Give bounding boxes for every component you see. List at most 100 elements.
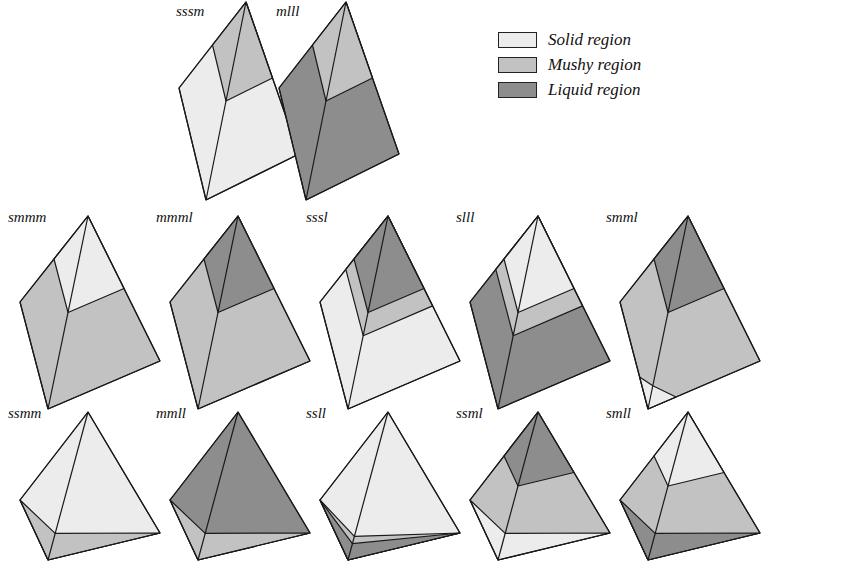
pyramid-edge (20, 412, 88, 500)
case-label: sssl (306, 210, 328, 225)
region-face (170, 216, 310, 409)
region-face (204, 216, 274, 313)
case-label: smll (606, 406, 631, 421)
region-face (470, 216, 610, 409)
pyramid-edge (498, 412, 538, 560)
pyramid-edge (320, 500, 348, 560)
pyramid-edge (88, 412, 160, 533)
legend-row: Mushy region (498, 55, 641, 75)
region-face (320, 412, 460, 560)
pyramid-edge (88, 216, 160, 361)
pyramid-edge (620, 302, 648, 409)
region-face (620, 500, 760, 560)
region-face (354, 216, 424, 313)
pyramid-edge (320, 412, 388, 500)
pyramid-edge (648, 361, 760, 409)
pyramid-edge (498, 533, 610, 560)
legend-text: Mushy region (548, 55, 641, 75)
pyramid-edge (198, 533, 310, 560)
region-face (20, 500, 160, 560)
pyramid-edge (470, 302, 498, 409)
case-label: smml (606, 210, 638, 225)
region-face (346, 216, 433, 336)
region-face (470, 412, 610, 560)
pyramid-edge (306, 2, 346, 200)
pyramid-edge (388, 412, 460, 533)
region-face (179, 2, 299, 200)
pyramid-edge (470, 412, 538, 500)
region-face (496, 216, 583, 336)
pyramid-edge (206, 2, 246, 200)
region-face (620, 412, 760, 560)
pyramid-edge (306, 154, 399, 200)
pyramid-edge (388, 216, 460, 361)
region-face (279, 2, 399, 200)
pyramid-edge (20, 216, 88, 302)
pyramid-edge (198, 412, 238, 560)
legend-row: Liquid region (498, 80, 640, 100)
region-face (170, 500, 310, 560)
region-face (504, 216, 574, 313)
pyramid-edge (48, 361, 160, 409)
region-face (654, 412, 724, 486)
pyramid-edge (346, 2, 399, 154)
pyramid-edge (198, 361, 310, 409)
region-face (470, 500, 610, 560)
pyramid-edge (48, 533, 160, 560)
case-label: mmll (156, 406, 186, 421)
pyramid-edge (179, 88, 206, 200)
pyramid-edge (498, 216, 538, 409)
legend-text: Solid region (548, 30, 631, 50)
pyramid-edge (48, 216, 88, 409)
case-label: ssll (306, 406, 326, 421)
region-face (170, 412, 310, 560)
pyramid-edge (206, 154, 299, 200)
legend-text: Liquid region (548, 80, 640, 100)
pyramid-edge (320, 302, 348, 409)
pyramid-edge (170, 302, 198, 409)
legend-swatch (498, 57, 537, 73)
pyramid-edge (170, 500, 198, 560)
pyramid-edge (688, 216, 760, 361)
pyramid-edge (688, 412, 760, 533)
pyramid-edge (470, 216, 538, 302)
region-face (320, 500, 460, 560)
pyramid-edge (620, 500, 648, 560)
region-face (320, 216, 460, 409)
region-face (20, 412, 160, 560)
region-face (54, 216, 124, 313)
region-face (620, 216, 760, 409)
legend-row: Solid region (498, 30, 631, 50)
pyramid-edge (48, 412, 88, 560)
region-face (504, 412, 574, 486)
region-face (320, 500, 460, 560)
pyramid-edge (648, 216, 688, 409)
pyramid-edge (498, 361, 610, 409)
case-label: mmml (156, 210, 193, 225)
legend-swatch (498, 32, 537, 48)
pyramid-edge (620, 412, 688, 500)
pyramid-edge (20, 302, 48, 409)
pyramid-edge (648, 412, 688, 560)
pyramid-edge (348, 533, 460, 560)
case-label: slll (456, 210, 474, 225)
pyramid-edge (170, 412, 238, 500)
case-label: ssmm (8, 406, 41, 421)
pyramid-edge (348, 361, 460, 409)
pyramid-edge (538, 216, 610, 361)
pyramid-edge (238, 216, 310, 361)
pyramid-edge (320, 216, 388, 302)
pyramid-edge (348, 412, 388, 560)
pyramid-edge (620, 216, 688, 302)
pyramid-edge (470, 500, 498, 560)
region-face (654, 216, 724, 313)
case-label: sssm (176, 4, 204, 19)
legend-swatch (498, 82, 537, 98)
pyramid-edge (348, 216, 388, 409)
pyramid-edge (279, 88, 306, 200)
pyramid-edge (170, 216, 238, 302)
pyramid-edge (20, 500, 48, 560)
region-face (20, 216, 160, 409)
case-label: mlll (276, 4, 299, 19)
